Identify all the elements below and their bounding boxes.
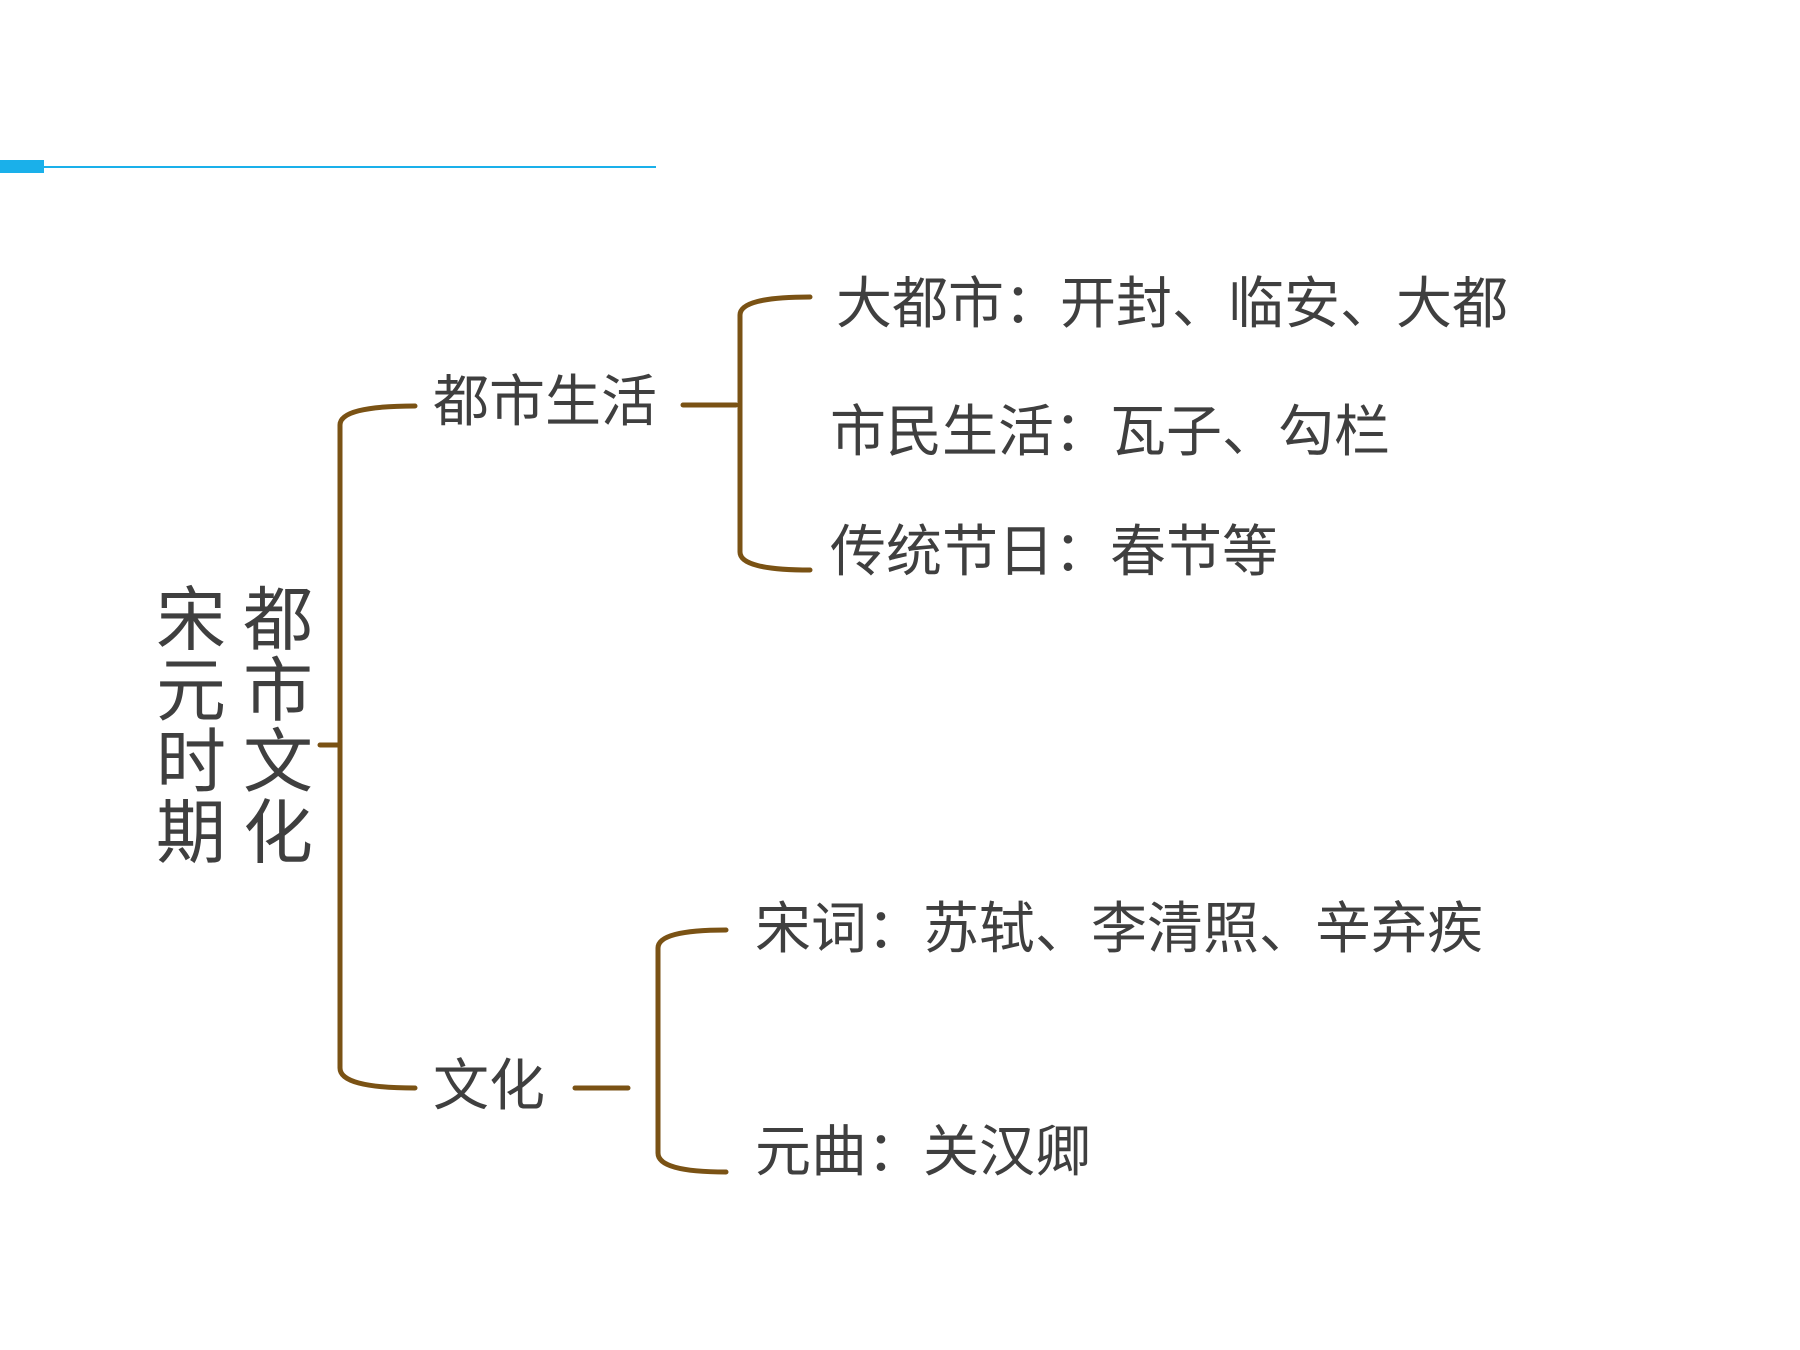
header-accent-bar	[0, 160, 44, 173]
leaf-song-ci: 宋词：苏轼、李清照、辛弃疾	[755, 897, 1483, 962]
branch-label-urban-life: 都市生活	[433, 370, 657, 435]
branch-culture-bracket	[655, 927, 729, 1175]
branch-label-culture: 文化	[433, 1054, 545, 1119]
root-title-column-1: 宋元时期	[156, 579, 226, 874]
branch-urban-bracket	[737, 294, 813, 573]
root-title-column-2: 都市文化	[243, 579, 313, 874]
header-rule-line	[44, 166, 656, 168]
leaf-citizen-life: 市民生活：瓦子、勾栏	[830, 400, 1390, 465]
leaf-big-cities: 大都市：开封、临安、大都	[836, 272, 1508, 337]
main-bracket	[337, 403, 418, 1091]
leaf-yuan-qu: 元曲：关汉卿	[755, 1120, 1091, 1185]
leaf-traditional-festivals: 传统节日：春节等	[830, 520, 1278, 585]
